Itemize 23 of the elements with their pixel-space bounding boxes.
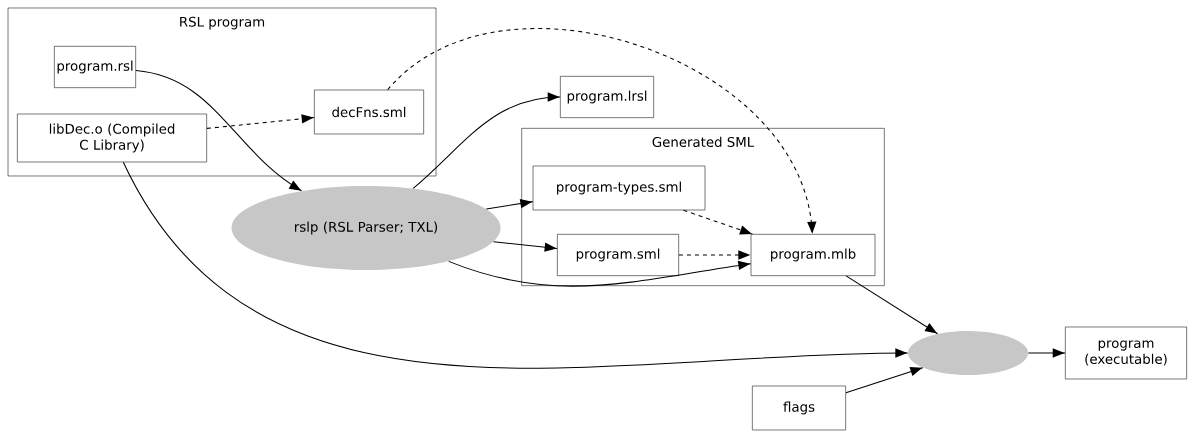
file-box: program.lrsl — [560, 76, 654, 118]
file-box: program-types.sml — [532, 165, 706, 211]
file-box: decFns.sml — [314, 89, 424, 135]
arrow — [122, 161, 909, 369]
file-box: program.rsl — [54, 46, 136, 88]
arrow — [1027, 348, 1066, 358]
file-box: program.sml — [557, 234, 679, 276]
arrow — [387, 28, 817, 235]
arrow — [845, 367, 924, 394]
arrow — [206, 114, 315, 129]
arrow — [135, 70, 303, 192]
arrow — [485, 198, 534, 210]
file-box: program (executable) — [1065, 326, 1187, 380]
arrow — [493, 241, 558, 252]
arrow — [412, 92, 561, 189]
file-box: flags — [752, 385, 846, 431]
arrow — [682, 209, 753, 235]
file-box: program.mlb — [750, 234, 876, 276]
process-ellipse — [908, 331, 1029, 375]
arrow — [845, 275, 939, 335]
file-box: libDec.o (Compiled C Library) — [17, 113, 207, 163]
arrow — [448, 260, 752, 287]
arrow — [678, 250, 752, 260]
